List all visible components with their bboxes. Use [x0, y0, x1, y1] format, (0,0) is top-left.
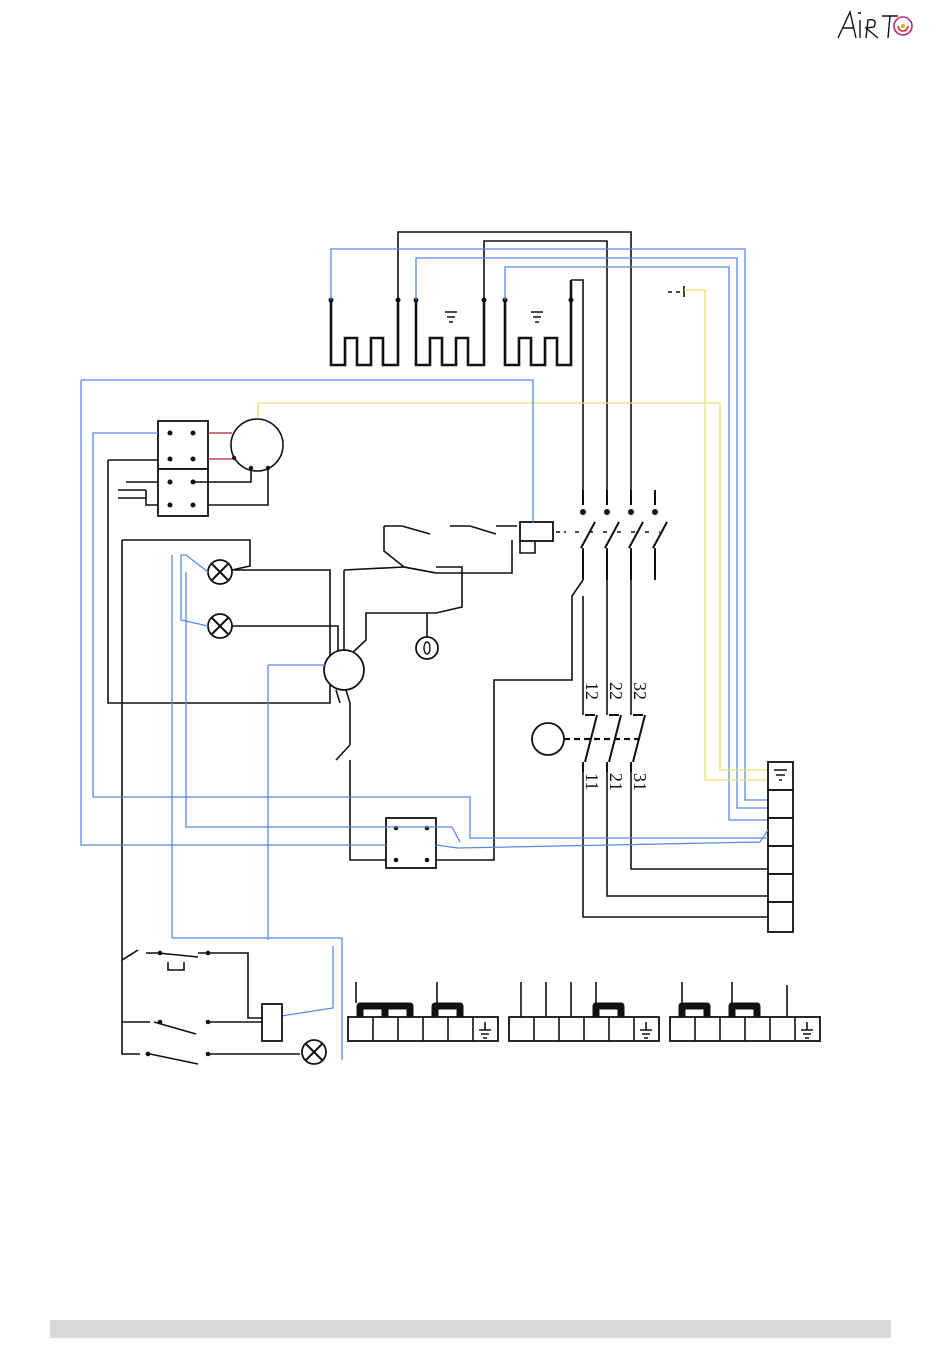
indicator-lamp — [208, 614, 232, 638]
contact-labels-upper: 12 22 32 — [582, 682, 650, 700]
thermostat-icon — [416, 613, 438, 659]
brand-logo — [838, 12, 912, 38]
fan-motor — [324, 650, 386, 860]
terminal-block — [768, 762, 793, 932]
contact-label: 22 — [606, 682, 626, 700]
earth-connector — [668, 286, 768, 780]
motor-circle-top — [231, 419, 283, 471]
contact-labels-lower: 11 21 31 — [582, 773, 650, 791]
ground-icon — [445, 312, 457, 322]
terminal-strip-2 — [509, 982, 659, 1041]
contact-label: 21 — [606, 773, 626, 791]
control-switches — [344, 522, 566, 659]
safety-thermostat — [532, 580, 768, 917]
heating-elements — [329, 280, 574, 365]
contact-label: 12 — [582, 682, 602, 700]
contact-label: 11 — [582, 773, 602, 790]
bottom-switch-group — [122, 945, 326, 1064]
contact-label: 32 — [630, 682, 650, 700]
contact-label: 31 — [630, 773, 650, 791]
footer-bar — [50, 1320, 891, 1338]
indicator-lamp — [208, 560, 232, 584]
terminal-strip-3 — [670, 982, 820, 1041]
terminal-strip-1 — [348, 982, 498, 1041]
ground-icon — [531, 312, 543, 322]
relay-block — [386, 818, 436, 868]
selector-block — [158, 421, 208, 516]
